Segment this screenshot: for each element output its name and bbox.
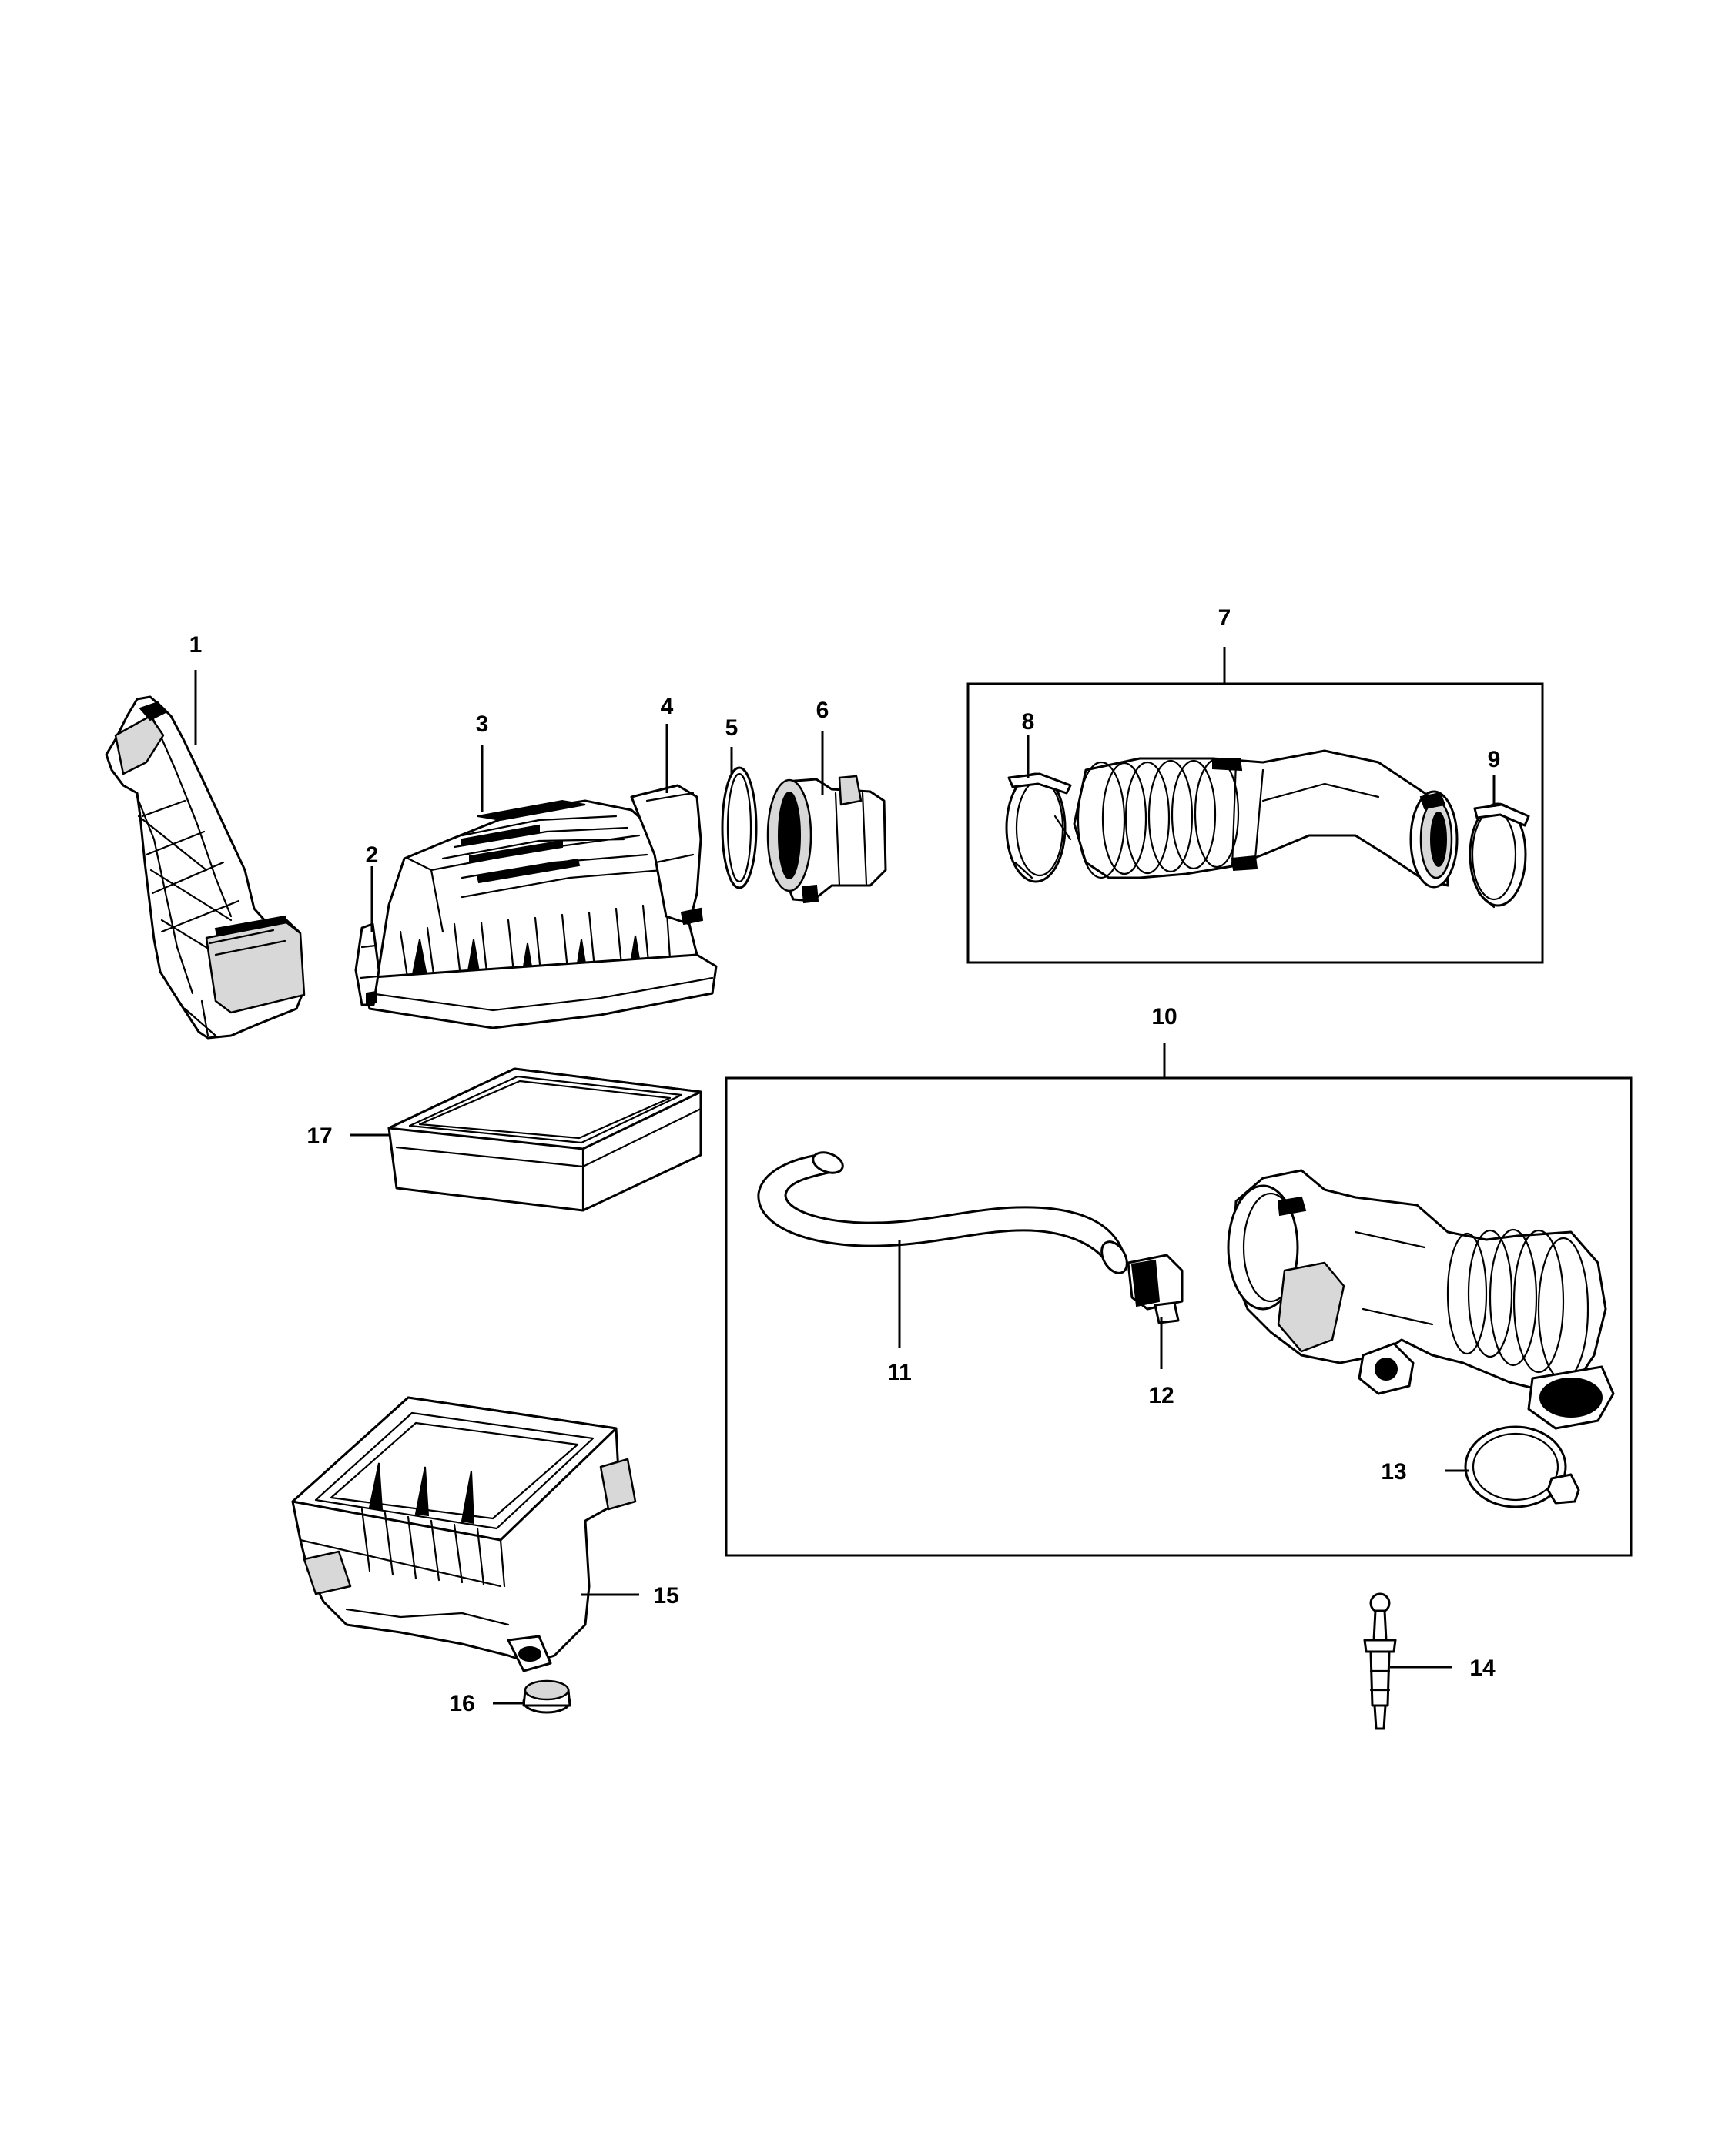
part-5-o-ring [721, 766, 758, 889]
group-7-frame [966, 682, 1544, 964]
callout-2: 2 [366, 842, 379, 868]
part-9-hose-clamp [1469, 802, 1530, 909]
callout-16: 16 [449, 1691, 474, 1716]
callout-15: 15 [653, 1583, 678, 1609]
callout-6: 6 [816, 698, 829, 723]
callout-3: 3 [476, 711, 489, 737]
callout-5: 5 [725, 715, 739, 741]
part-10-inlet-duct [1227, 1169, 1615, 1430]
part-1-intake-duct [105, 695, 306, 1040]
leader-lines [194, 647, 1496, 1705]
part-11-vent-hose [757, 1151, 1128, 1274]
part-7-bellows-hose [1073, 749, 1459, 889]
callout-1: 1 [189, 632, 203, 658]
part-17-air-filter [387, 1067, 702, 1212]
group-10-frame [725, 1076, 1633, 1557]
callout-13: 13 [1381, 1459, 1406, 1485]
part-3-air-cleaner-cover [360, 784, 718, 1029]
callout-9: 9 [1488, 747, 1501, 772]
callout-14: 14 [1469, 1656, 1496, 1681]
part-13-hose-clamp [1464, 1425, 1580, 1508]
callout-12: 12 [1148, 1383, 1174, 1408]
callout-4: 4 [661, 694, 674, 719]
part-15-air-cleaner-housing [291, 1396, 637, 1672]
part-14-retainer-pin [1363, 1592, 1397, 1730]
part-12-hose-fitting [1127, 1254, 1184, 1324]
callout-labels: 1 2 3 4 5 6 7 8 9 10 11 12 13 14 15 16 1… [189, 605, 1501, 1716]
callout-11: 11 [887, 1360, 912, 1385]
part-16-drain-plug [522, 1679, 571, 1714]
callout-17: 17 [306, 1123, 332, 1149]
callout-7: 7 [1218, 605, 1231, 631]
part-2-clip [354, 922, 380, 1006]
part-8-hose-clamp [1005, 772, 1072, 883]
part-6-mass-airflow-sensor [766, 775, 887, 904]
callout-10: 10 [1151, 1004, 1177, 1029]
bellows-ridges [1077, 758, 1240, 879]
callout-8: 8 [1022, 709, 1035, 735]
